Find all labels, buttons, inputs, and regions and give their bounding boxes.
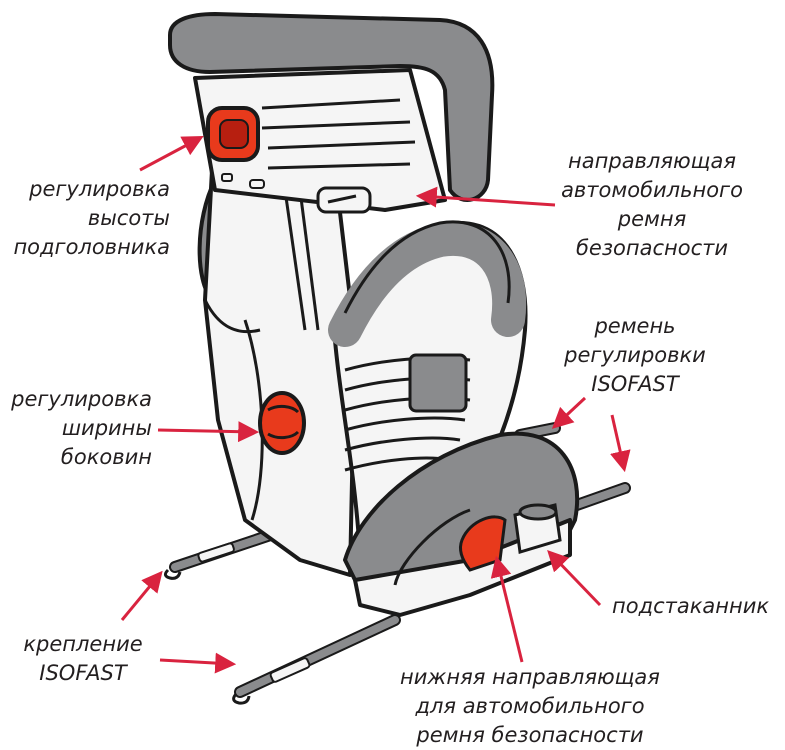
arrow-cup-holder	[550, 553, 600, 605]
side-width-adjuster	[260, 393, 304, 453]
arrow-headrest-height	[140, 138, 200, 170]
label-lower-belt-guide: нижняя направляющая для автомобильного р…	[380, 663, 680, 750]
label-isofast-strap: ремень регулировки ISOFAST	[555, 312, 715, 399]
arrow-isofast-strap-2	[612, 415, 624, 468]
isofast-strap-right	[234, 620, 395, 703]
arrow-side-width	[158, 430, 255, 432]
label-cup-holder: подстаканник	[612, 592, 782, 621]
label-isofast-anchor: крепление ISOFAST	[8, 630, 158, 688]
belt-guide-clip	[318, 188, 370, 212]
arrow-isofast-anchor-1	[122, 574, 160, 620]
backrest-body	[205, 170, 355, 575]
label-headrest-height: регулировка высоты подголовника	[12, 175, 170, 262]
arrow-isofast-anchor-2	[160, 660, 232, 664]
label-belt-guide: направляющая автомобильного ремня безопа…	[552, 147, 752, 263]
arrow-isofast-strap-1	[555, 398, 585, 426]
headrest-height-adjuster	[208, 108, 258, 160]
label-side-width: регулировка ширины боковин	[0, 385, 152, 472]
